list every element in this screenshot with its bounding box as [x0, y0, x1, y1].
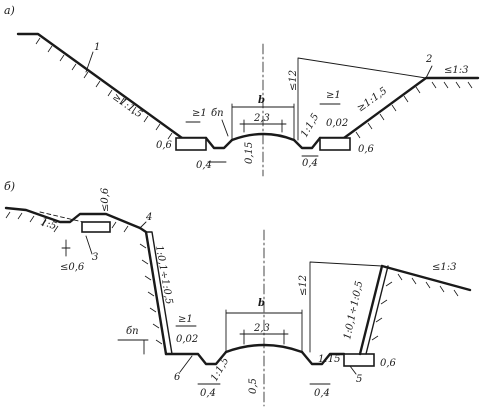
section-b-left-wall-inner	[145, 231, 173, 355]
section-a-slope-115: 1:1,5	[299, 112, 321, 140]
section-b-b-dimension	[225, 309, 303, 353]
section-a-callout-2: 2	[425, 54, 432, 65]
section-a-left-ditch	[204, 136, 234, 150]
section-b-wall-right-label: 1:0,1÷1:0,5	[342, 280, 365, 341]
section-b-callout-3-leader	[85, 235, 93, 255]
section-b-top-hatch	[5, 211, 129, 233]
section-b-callout-4-leader	[139, 221, 147, 229]
section-b-dim-04-left: 0,4	[200, 388, 216, 399]
section-b-dim-05: 0,5	[248, 378, 259, 394]
section-b-left-wall-hatch	[139, 243, 163, 345]
section-a-ground-bn-leader	[221, 119, 229, 137]
section-a-depth-label: ≤12	[288, 70, 299, 91]
section-a-dim-1-right: ≥1	[326, 90, 341, 101]
section-b-right-slab	[343, 353, 375, 367]
section-b-dim-002: 0,02	[176, 334, 198, 345]
section-b-dim-04-right: 0,4	[314, 388, 330, 399]
section-b-crown-dimension	[239, 329, 289, 345]
section-b-crown-label: 2,3	[253, 323, 270, 334]
section-a-dim-04-left: 0,4	[196, 160, 212, 171]
section-a-left-slope	[16, 32, 184, 140]
section-a-ground-bn: бп	[211, 108, 224, 119]
section-b-dim-06-low: ≤0,6	[60, 262, 85, 273]
section-a-dim-1-left: ≥1	[192, 108, 207, 119]
section-a-b-dimension	[231, 103, 295, 141]
section-b-depth-dimension	[309, 261, 383, 353]
section-b-callout-5: 5	[356, 374, 362, 385]
section-a-crown-dimension	[239, 119, 287, 133]
section-b-top-ground	[4, 206, 142, 230]
section-a-depth-dimension	[297, 57, 427, 141]
section-b-marker: б)	[4, 180, 15, 193]
section-a-road-crown	[230, 132, 296, 142]
section-b: б)	[4, 180, 472, 407]
section-b-slope-115-right: 1:15	[318, 354, 340, 365]
section-b-b-label: b	[258, 298, 265, 309]
section-b-ground-bn-line	[117, 339, 149, 355]
section-b-right-wall-inner	[365, 265, 389, 355]
section-a-marker: а)	[4, 4, 15, 17]
section-b-dim-06-top: ≤0,6	[100, 187, 111, 212]
section-a-dim-015: 0,15	[244, 142, 255, 164]
section-b-dim-06-low-line	[61, 239, 71, 257]
section-b-left-ditch	[164, 350, 228, 366]
section-b-callout-5-leader	[349, 365, 357, 375]
section-b-callout-6-leader	[179, 355, 193, 373]
section-a-slope-right: ≥1:1,5	[355, 86, 389, 115]
section-b-dim-06-right: 0,6	[380, 358, 397, 369]
section-b-callout-3: 3	[92, 252, 98, 263]
section-b-slope-top: 1:5	[39, 216, 58, 232]
section-b-right-wall	[358, 264, 384, 356]
section-b-top-slab	[81, 221, 111, 233]
section-a-b-label: b	[258, 95, 265, 106]
section-a-left-slab	[175, 137, 207, 151]
section-a-slope-berm: ≤1:3	[444, 65, 468, 76]
section-a-right-hatch	[355, 81, 473, 139]
section-a: а)	[4, 4, 480, 177]
section-a-callout-1: 1	[94, 42, 100, 53]
section-b-right-hatch	[371, 273, 459, 341]
section-a-left-hatch	[35, 37, 173, 140]
section-b-depth-label: ≤12	[298, 275, 309, 296]
section-a-dim-04-right: 0,4	[302, 158, 318, 169]
section-a-dim-002: 0,02	[326, 118, 348, 129]
section-b-dim-1: ≥1	[178, 314, 193, 325]
section-a-crown-label: 2,3	[253, 113, 270, 124]
section-a-callout-1-leader	[85, 51, 94, 73]
section-a-right-slab	[319, 137, 351, 151]
section-a-callout-2-leader	[425, 65, 433, 79]
section-b-slope-115-left: 1:1,5	[209, 356, 231, 384]
section-a-dim-06-left: 0,6	[156, 140, 173, 151]
section-b-right-ground	[380, 264, 472, 292]
section-b-slope-top-right: ≤1:3	[432, 262, 456, 273]
section-b-right-ditch	[300, 350, 346, 366]
section-a-right-ditch	[292, 136, 322, 150]
section-b-callout-6: 6	[174, 372, 181, 383]
section-b-callout-4: 4	[145, 212, 152, 223]
section-b-ground-bn: бп	[126, 326, 139, 337]
section-a-dim-06-right: 0,6	[358, 144, 375, 155]
